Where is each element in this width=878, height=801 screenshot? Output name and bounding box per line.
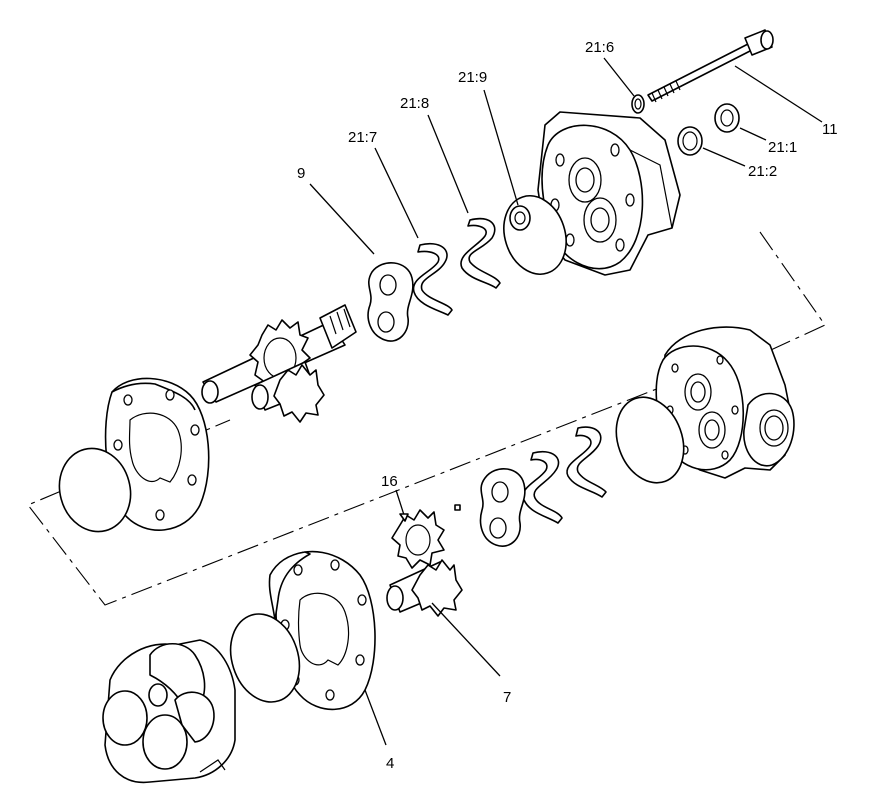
washer-21-1	[714, 103, 740, 133]
label-21-8: 21:8	[400, 95, 429, 112]
seal-21-2	[677, 126, 703, 156]
key	[454, 504, 461, 511]
ring-21-6	[631, 94, 645, 114]
tie-bolt-11	[647, 29, 774, 103]
oring-right-middle	[615, 396, 685, 484]
leader-21-8	[427, 114, 469, 214]
leader-9	[309, 183, 375, 255]
label-21-1: 21:1	[768, 139, 797, 156]
label-21-6: 21:6	[585, 39, 614, 56]
leader-7	[431, 602, 501, 677]
oring-21-9	[503, 195, 567, 275]
seal-21-7	[412, 243, 453, 316]
label-21-2: 21:2	[748, 163, 777, 180]
leader-4	[364, 689, 387, 746]
leader-21-6	[603, 57, 635, 97]
plate-9	[367, 262, 414, 342]
front-cover	[102, 639, 236, 784]
oring-lower	[229, 613, 301, 703]
leader-16	[395, 489, 405, 516]
oring-left-middle	[58, 447, 132, 533]
label-7: 7	[503, 689, 511, 706]
label-21-9: 21:9	[458, 69, 487, 86]
label-21-7: 21:7	[348, 129, 377, 146]
drive-shaft-gear	[201, 304, 357, 423]
leader-21-2	[702, 147, 746, 167]
leader-16-arrow	[399, 513, 409, 522]
seal-21-8	[460, 218, 501, 289]
leader-21-9	[483, 89, 519, 206]
middle-housing	[655, 326, 795, 479]
label-16: 16	[381, 473, 398, 490]
seal-middle-a	[566, 426, 607, 498]
label-4: 4	[386, 755, 394, 772]
label-9: 9	[297, 165, 305, 182]
leader-21-7	[374, 147, 419, 239]
leader-21-1	[739, 127, 767, 141]
leader-11	[734, 65, 823, 123]
gear-16-shaft-7	[386, 509, 463, 617]
label-11: 11	[822, 121, 838, 138]
plate-middle	[479, 468, 526, 547]
seal-middle-b	[522, 451, 563, 524]
rear-housing	[537, 111, 681, 276]
